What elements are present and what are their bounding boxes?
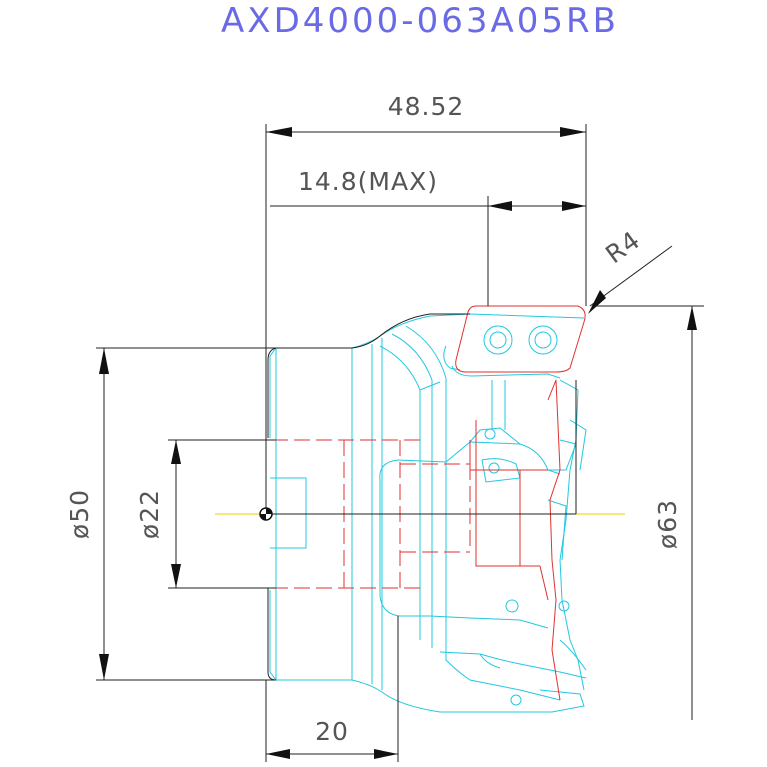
center-point-marker	[259, 507, 273, 521]
drawing-title: AXD4000-063A05RB	[221, 1, 619, 41]
dim-shank-length: 20	[315, 717, 349, 746]
dim-body-diameter: ø50	[65, 489, 94, 539]
dim-corner-radius: R4	[600, 225, 646, 269]
dim-bore-diameter: ø22	[135, 489, 164, 539]
dimension-arrows	[99, 127, 697, 759]
dim-cutting-diameter: ø63	[653, 499, 682, 549]
cutter-body-outline	[269, 313, 587, 713]
dim-max-depth: 14.8(MAX)	[298, 167, 438, 196]
insert-and-hidden-lines	[272, 305, 586, 701]
dim-overall-length: 48.52	[388, 92, 465, 121]
profile-and-dimension-lines	[96, 124, 704, 762]
